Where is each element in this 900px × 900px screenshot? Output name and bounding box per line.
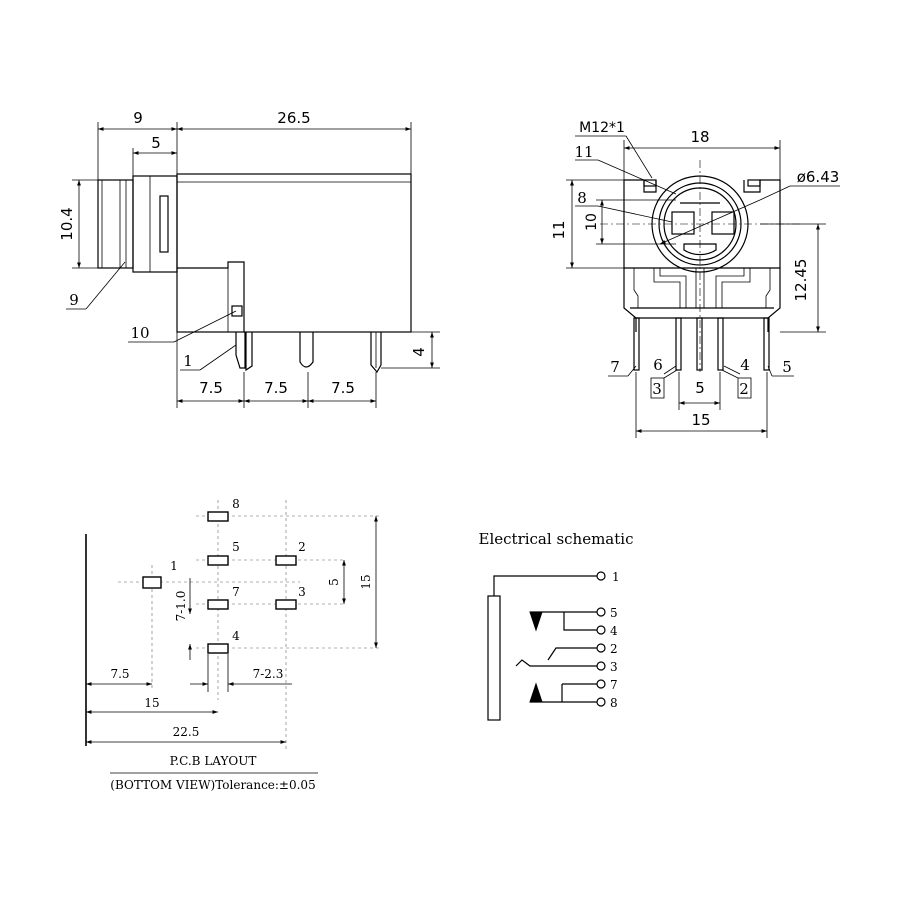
pcb-dim-22-5: 22.5 — [173, 725, 200, 739]
callout-1: 1 — [183, 352, 193, 370]
pad-label-7: 7 — [232, 585, 240, 599]
thread-label: M12*1 — [579, 120, 625, 136]
pcb-dim-15v: 15 — [359, 574, 373, 589]
pad-3 — [275, 599, 297, 610]
terminal-label-8: 8 — [610, 696, 618, 710]
dim-10-4: 10.4 — [58, 207, 76, 240]
pitch-2: 7.5 — [264, 379, 288, 397]
dim-26-5: 26.5 — [277, 109, 310, 127]
pin-3-label: 3 — [652, 380, 662, 398]
terminal-5 — [596, 607, 606, 617]
terminal-7 — [596, 679, 606, 689]
pad-2 — [275, 555, 297, 566]
pcb-title: P.C.B LAYOUT — [170, 754, 257, 768]
terminal-label-2: 2 — [610, 642, 618, 656]
pcb-dim-5: 5 — [327, 578, 341, 586]
terminal-label-1: 1 — [612, 570, 620, 584]
pad-label-2: 2 — [298, 540, 306, 554]
pad-label-3: 3 — [298, 585, 306, 599]
dim-center-gap: 5 — [695, 379, 705, 397]
pin-4-label: 4 — [740, 356, 750, 374]
pad-label-5: 8 — [232, 497, 240, 511]
pin-2-label: 2 — [739, 380, 749, 398]
pitch-3: 7.5 — [331, 379, 355, 397]
terminal-label-3: 3 — [610, 660, 618, 674]
callout-9: 9 — [69, 291, 79, 309]
terminal-2 — [596, 643, 606, 653]
schematic-title: Electrical schematic — [479, 530, 634, 548]
dim-5: 5 — [151, 134, 161, 152]
dim-diameter: ø6.43 — [797, 168, 840, 186]
sleeve-contact — [487, 595, 501, 721]
dim-18: 18 — [690, 128, 709, 146]
pcb-layout: 8 5 2 1 7 3 4 5 15 7-1.0 7.5 15 22.5 7-2… — [85, 497, 380, 792]
front-view: 18 M12*1 ø6.43 11 8 — [550, 120, 840, 438]
pad-7 — [207, 599, 229, 610]
dim-10: 10 — [584, 213, 600, 231]
pin-6-label: 6 — [653, 356, 663, 374]
pad-5 — [207, 511, 229, 522]
pin-7-label: 7 — [610, 358, 620, 376]
dim-outer-span: 15 — [691, 411, 710, 429]
dim-4: 4 — [410, 347, 428, 357]
pcb-dim-15: 15 — [144, 696, 159, 710]
pcb-dim-7-5: 7.5 — [110, 667, 129, 681]
callout-10: 10 — [130, 324, 149, 342]
dim-12-45: 12.45 — [792, 259, 810, 302]
pad-8 — [207, 643, 229, 654]
terminal-4 — [596, 625, 606, 635]
pcb-subtitle: (BOTTOM VIEW)Tolerance:±0.05 — [110, 778, 315, 792]
terminal-1 — [596, 571, 606, 581]
terminal-8 — [596, 697, 606, 707]
pad-label-4: 5 — [232, 540, 240, 554]
callout-11: 11 — [574, 143, 593, 161]
pad-label-8: 4 — [232, 629, 240, 643]
pitch-1: 7.5 — [199, 379, 223, 397]
pin-5-label: 5 — [782, 358, 792, 376]
pcb-dim-7-2-3: 7-2.3 — [253, 667, 284, 681]
pad-1 — [142, 576, 162, 589]
dim-11: 11 — [550, 220, 568, 239]
pad-4 — [207, 555, 229, 566]
side-view: 9 5 26.5 10.4 — [58, 109, 440, 408]
callout-8: 8 — [577, 189, 587, 207]
electrical-schematic: Electrical schematic 1 5 4 2 3 7 8 — [479, 530, 634, 721]
pcb-dim-7-1: 7-1.0 — [174, 591, 188, 622]
pad-label-1: 1 — [170, 559, 178, 573]
terminal-3 — [596, 661, 606, 671]
front-pins — [633, 317, 770, 371]
terminal-label-5: 5 — [610, 606, 618, 620]
terminal-label-7: 7 — [610, 678, 618, 692]
terminal-label-4: 4 — [610, 624, 618, 638]
dim-9: 9 — [133, 109, 143, 127]
